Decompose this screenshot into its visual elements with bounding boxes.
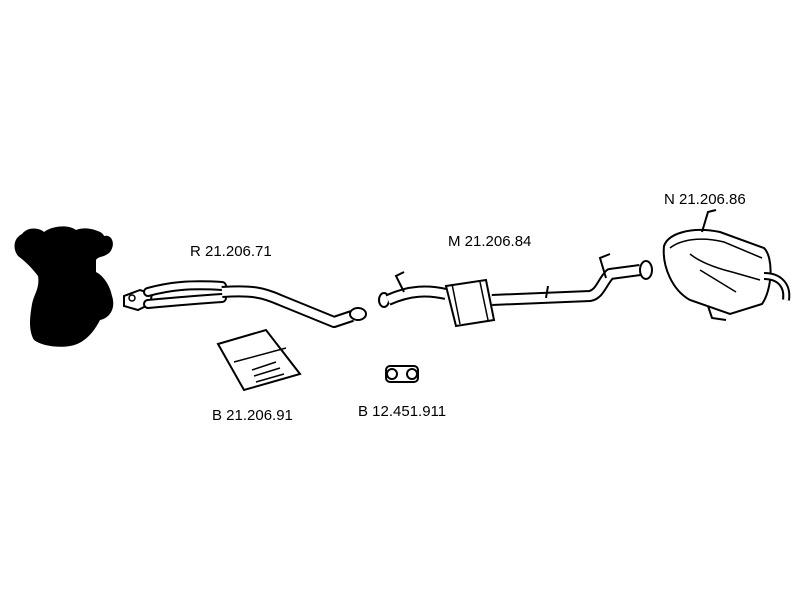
heat-shield-part (216, 328, 302, 392)
front-pipe-part (123, 280, 367, 328)
label-center-pipe: M 21.206.84 (448, 233, 531, 250)
label-clamp: B 12.451.911 (358, 403, 446, 420)
engine-manifold-shape (14, 226, 114, 347)
label-front-pipe: R 21.206.71 (190, 243, 272, 260)
label-heat-shield: B 21.206.91 (212, 407, 293, 424)
label-rear-silencer: N 21.206.86 (664, 191, 746, 208)
clamp-part (385, 365, 419, 383)
rear-silencer-part (662, 209, 791, 321)
center-pipe-part (378, 253, 653, 328)
